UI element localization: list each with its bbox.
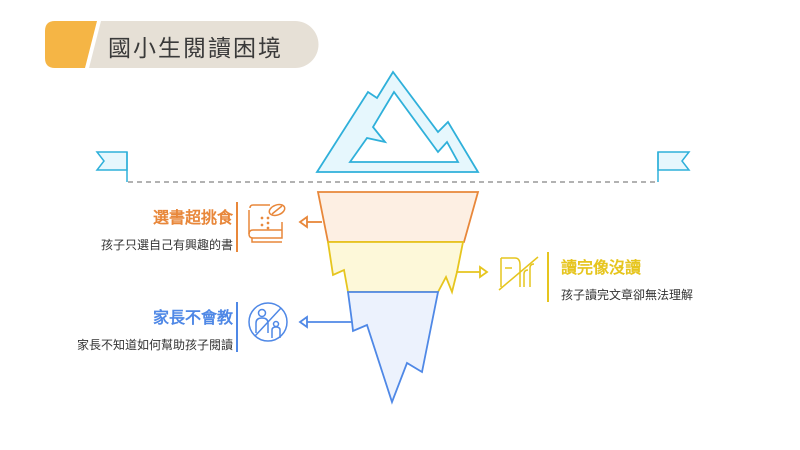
item-description-no-comprehension: 孩子讀完文章卻無法理解 [561,288,694,302]
page-title: 國小生閱讀困境 [108,36,283,62]
item-heading-picky-books: 選書超挑食 [152,208,233,227]
iceberg-tip [315,70,480,173]
no-parent-child-icon [248,302,288,342]
divider-orange [236,202,238,252]
divider-yellow [547,252,549,302]
left-flag-icon [95,151,128,182]
crossed-text-icon [498,256,539,291]
arrow-yellow [456,265,489,279]
item-heading-parents-cant-teach: 家長不會教 [152,308,233,327]
arrow-orange [298,215,322,229]
layer-orange [316,191,480,243]
item-description-parents-cant-teach: 家長不知道如何幫助孩子閱讀 [76,338,233,352]
item-heading-no-comprehension: 讀完像沒讀 [561,258,642,277]
layer-yellow [326,241,465,295]
book-pill-icon [248,203,286,243]
right-flag-icon [657,151,691,182]
arrow-blue [298,315,352,329]
divider-blue [236,302,238,352]
layer-blue [346,291,440,405]
item-description-picky-books: 孩子只選自己有興趣的書 [100,238,233,252]
title-banner [45,21,319,68]
